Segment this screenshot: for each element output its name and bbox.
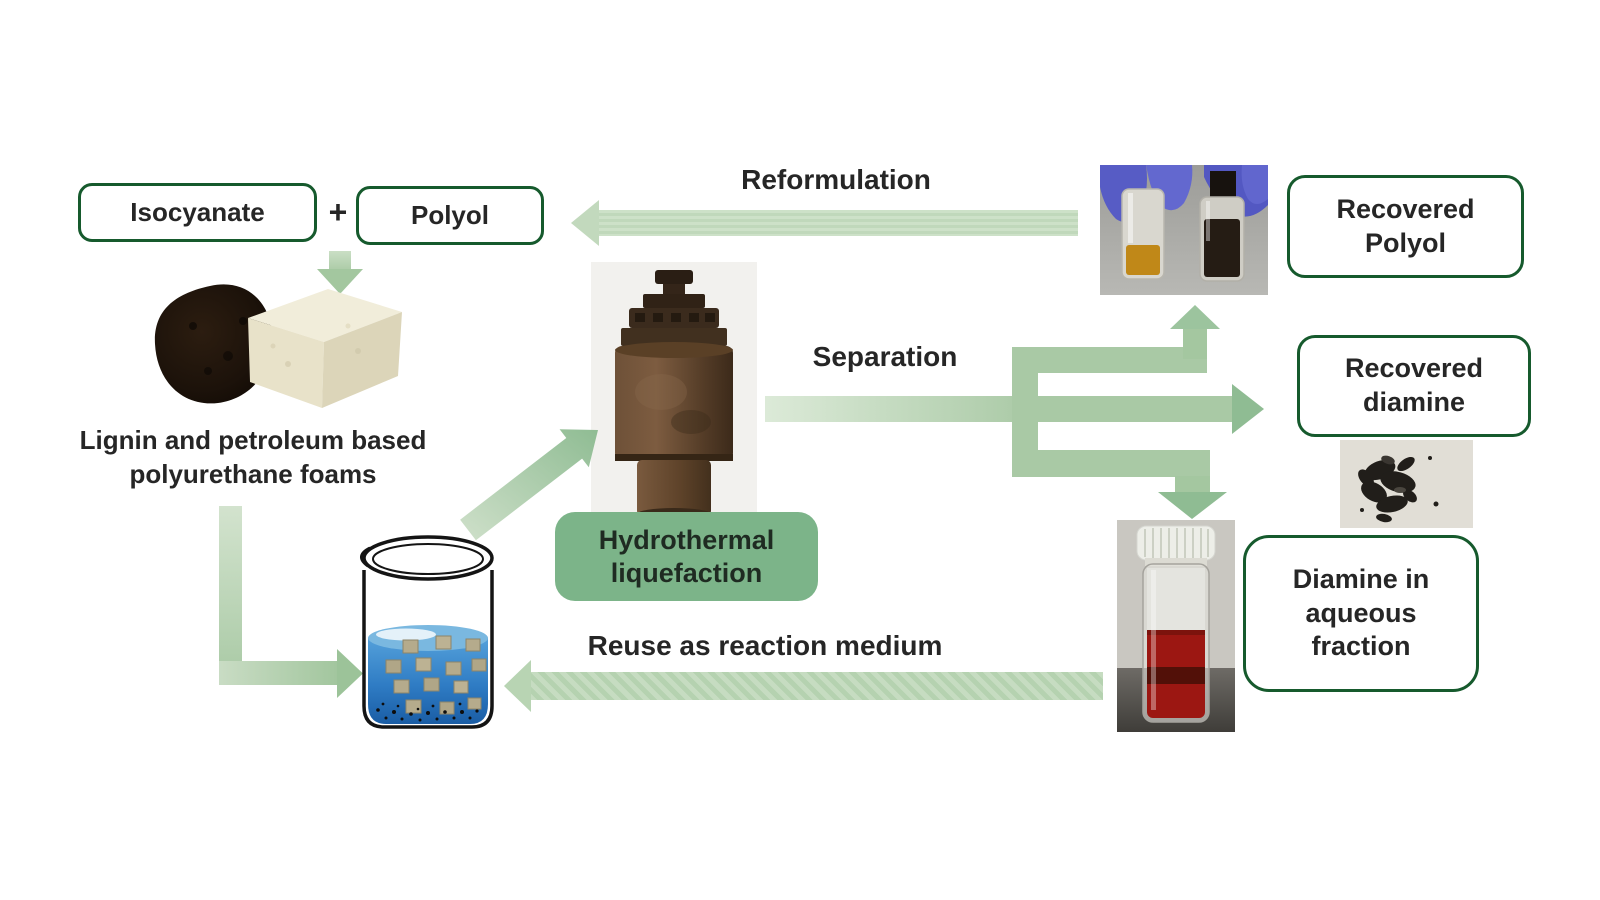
separation-right-shaft [1038, 396, 1232, 422]
vial-amber [1121, 188, 1165, 280]
recovered-polyol-box: Recovered Polyol [1287, 175, 1524, 278]
separation-up-column [1183, 327, 1207, 359]
beaker-outline [360, 535, 494, 729]
plus-sign: + [328, 194, 348, 230]
separation-bottom-branch [1012, 450, 1210, 477]
separation-right-arrow-head [1232, 384, 1264, 434]
diamine-aqueous-box: Diamine in aqueous fraction [1243, 535, 1479, 692]
foam-cubes-in-liquid [385, 635, 487, 715]
white-foam-image [248, 289, 402, 408]
reformulation-arrow-shaft [598, 210, 1078, 236]
reuse-arrow-head [504, 660, 531, 712]
diamine-flakes [1358, 455, 1439, 523]
reuse-label: Reuse as reaction medium [587, 630, 943, 661]
reformulation-label: Reformulation [741, 164, 931, 195]
reactor-vessel [615, 270, 733, 520]
red-liquid [1147, 630, 1205, 718]
sediment-specks [376, 702, 479, 722]
aqueous-vial-photo [1117, 520, 1235, 732]
separation-down-column [1175, 476, 1210, 493]
separation-main-shaft [765, 396, 1038, 422]
white-cap [1136, 525, 1216, 566]
polyol-vials-photo [1100, 165, 1268, 295]
foam-to-beaker-arrow-horizontal [219, 661, 338, 685]
hydrothermal-liquefaction-badge: Hydrothermal liquefaction [555, 512, 818, 601]
recovered-diamine-box: Recovered diamine [1297, 335, 1531, 437]
reactor-photo [591, 262, 757, 526]
vial-dark [1199, 171, 1245, 282]
diamine-solid-photo [1340, 440, 1473, 528]
beaker-to-reactor-arrow [455, 418, 615, 546]
isocyanate-box: Isocyanate [78, 183, 317, 242]
separation-arrows [765, 300, 1280, 525]
black-foam-image [154, 284, 273, 404]
foam-formation-arrow-shaft [329, 251, 351, 271]
polyol-box: Polyol [356, 186, 544, 245]
separation-down-arrow-head [1158, 492, 1227, 519]
separation-top-branch [1012, 347, 1207, 373]
beaker-illustration [348, 520, 506, 738]
separation-label: Separation [812, 341, 958, 372]
separation-up-arrow-head [1170, 305, 1220, 329]
foam-to-beaker-arrow-vertical [219, 506, 242, 685]
foam-samples-photo [148, 276, 416, 424]
foams-caption: Lignin and petroleum based polyurethane … [79, 425, 427, 489]
reuse-arrow-shaft [530, 672, 1103, 700]
reformulation-arrow-head [571, 200, 599, 246]
